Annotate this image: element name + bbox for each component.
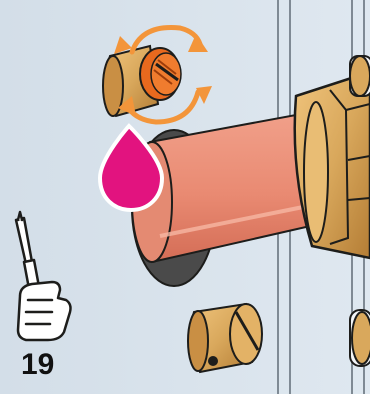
background-fitting-bottom <box>350 310 370 366</box>
vent-screw-icon <box>140 48 181 100</box>
step-number: 19 <box>21 350 54 380</box>
lower-vent-valve <box>188 304 262 372</box>
background-fitting-top <box>350 56 370 96</box>
